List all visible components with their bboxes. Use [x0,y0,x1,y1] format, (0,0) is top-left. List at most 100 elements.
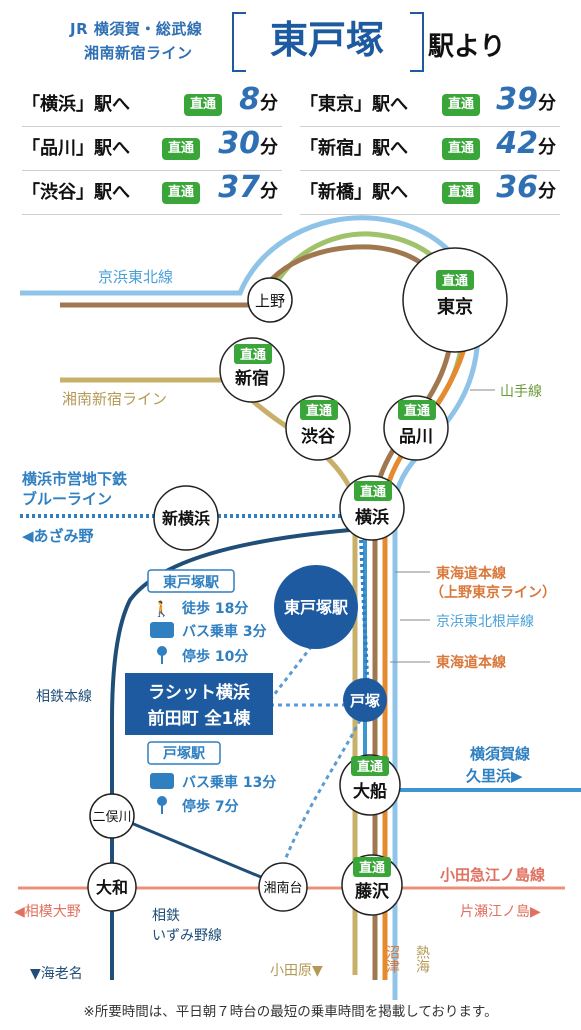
route-map: 京浜東北線 湘南新宿ライン 山手線 横浜市営地下鉄 ブルーライン ◀あざみ野 東… [14,215,581,1000]
station-shonandai: 湘南台 [258,862,308,912]
svg-text:停歩 7分: 停歩 7分 [182,798,239,815]
svg-text:直通: 直通 [360,484,386,500]
label-blueline-2: ブルーライン [22,490,112,508]
label-ebina: ▼海老名 [30,966,83,982]
route-item: 「渋谷」駅へ 直通 37分 [22,170,282,215]
walk-icon: 🚶 [152,600,171,618]
label-izumino-2: いずみ野線 [152,928,222,944]
svg-text:新宿: 新宿 [235,368,269,389]
label-keihin-negishi: 京浜東北根岸線 [436,614,534,630]
svg-text:東京: 東京 [437,296,473,318]
direct-badge: 直通 [162,182,201,204]
svg-text:直通: 直通 [442,273,468,289]
station-yamato: 大和 [87,862,137,912]
station-fujisawa: 直通 藤沢 [341,854,403,916]
station-title: 東戸塚 [269,18,384,62]
sotetsu-izumino-line [111,813,281,887]
label-shonan-shinjuku: 湘南新宿ライン [62,390,167,408]
route-minutes: 37分 [218,170,278,205]
label-tokaido-ueno-1: 東海道本線 [436,565,506,582]
route-minutes: 8分 [239,82,278,117]
line-name-2: 湘南新宿ライン [84,44,193,62]
label-numazu: 沼津 [384,945,400,973]
bus-stop-icon [157,646,167,656]
svg-text:直通: 直通 [359,860,385,876]
property-box: ラシット横浜 前田町 全1棟 [125,673,273,735]
route-item: 「横浜」駅へ 直通 8分 [22,82,282,127]
svg-text:戸塚駅: 戸塚駅 [163,746,206,762]
svg-text:直通: 直通 [240,347,266,363]
route-item: 「品川」駅へ 直通 30分 [22,126,282,171]
svg-text:直通: 直通 [404,403,430,419]
svg-text:東戸塚駅: 東戸塚駅 [163,574,220,591]
route-minutes: 39分 [496,82,556,117]
label-atami: 熱海 [414,945,430,973]
station-higashi-totsuka: 東戸塚駅 [274,565,358,649]
svg-text:横浜: 横浜 [355,507,389,528]
label-sagami-ono: ◀相模大野 [14,904,81,920]
direct-badge: 直通 [442,138,481,160]
station-futamatagawa: 二俣川 [89,793,135,839]
svg-text:戸塚: 戸塚 [350,692,380,710]
station-shinjuku: 直通 新宿 [219,337,285,403]
route-destination: 「東京」駅へ [300,94,408,115]
station-totsuka: 戸塚 [343,678,387,722]
footnote: ※所要時間は、平日朝７時台の最短の乗車時間を掲載しております。 [83,1004,498,1020]
label-keihin-tohoku: 京浜東北線 [98,268,173,286]
svg-text:大船: 大船 [353,781,387,802]
title-bracket-right [410,12,424,72]
route-minutes: 42分 [496,126,556,161]
svg-text:上野: 上野 [255,292,285,310]
svg-text:バス乗車 3分: バス乗車 3分 [182,623,267,640]
direct-badge [351,756,389,776]
access-higashi-totsuka: 東戸塚駅 🚶 徒歩 18分 バス乗車 3分 停歩 10分 [147,569,267,665]
label-odakyu: 小田急江ノ島線 [440,866,545,884]
svg-text:直通: 直通 [357,759,383,775]
station-ueno: 上野 [247,277,293,323]
direct-badge [353,857,391,877]
station-yokohama: 直通 横浜 [339,475,405,541]
svg-text:東戸塚駅: 東戸塚駅 [284,598,349,617]
direct-badge: 直通 [442,94,481,116]
route-destination: 「渋谷」駅へ [22,182,130,203]
station-shin-yokohama: 新横浜 [153,485,219,551]
route-destination: 「新宿」駅へ [300,138,408,159]
route-item: 「新宿」駅へ 直通 42分 [300,126,560,171]
svg-text:徒歩 18分: 徒歩 18分 [181,600,248,617]
label-azamino: ◀あざみ野 [22,527,94,545]
label-odawara: 小田原▼ [270,963,323,979]
direct-badge [234,344,272,364]
label-sotetsu: 相鉄本線 [36,689,92,705]
blueline-south [358,515,370,701]
route-minutes: 30分 [218,126,278,161]
title-bracket-left [232,12,246,72]
route-item: 「東京」駅へ 直通 39分 [300,82,560,127]
direct-badge: 直通 [442,182,481,204]
svg-text:品川: 品川 [399,427,433,447]
access-connector-3 [283,719,362,861]
label-izumino-1: 相鉄 [152,908,180,924]
label-blueline-1: 横浜市営地下鉄 [22,470,127,488]
station-ofuna: 直通 大船 [339,754,401,816]
label-katase: 片瀬江ノ島▶ [460,904,541,920]
route-minutes: 36分 [496,170,556,205]
access-totsuka: 戸塚駅 バス乗車 13分 停歩 7分 [147,741,276,815]
direct-badge [436,270,474,290]
svg-text:大和: 大和 [96,878,128,897]
route-destination: 「横浜」駅へ [22,94,130,115]
station-shibuya: 直通 渋谷 [285,395,351,461]
svg-text:バス乗車 13分: バス乗車 13分 [182,774,276,791]
title-suffix: 駅より [428,32,506,62]
bus-icon [150,622,174,638]
direct-badge [398,400,436,420]
svg-text:ラシット横浜: ラシット横浜 [148,682,250,703]
svg-text:渋谷: 渋谷 [301,426,336,447]
bus-icon [150,773,174,789]
station-shinagawa: 直通 品川 [383,395,449,461]
direct-badge [354,481,392,501]
svg-text:前田町 全1棟: 前田町 全1棟 [148,708,252,729]
header: JR 横須賀・総武線 湘南新宿ライン 東戸塚 駅より [0,0,581,80]
bus-stop-icon [157,796,167,806]
label-tokaido-ueno-2: （上野東京ライン） [430,584,556,601]
route-destination: 「品川」駅へ [22,138,130,159]
